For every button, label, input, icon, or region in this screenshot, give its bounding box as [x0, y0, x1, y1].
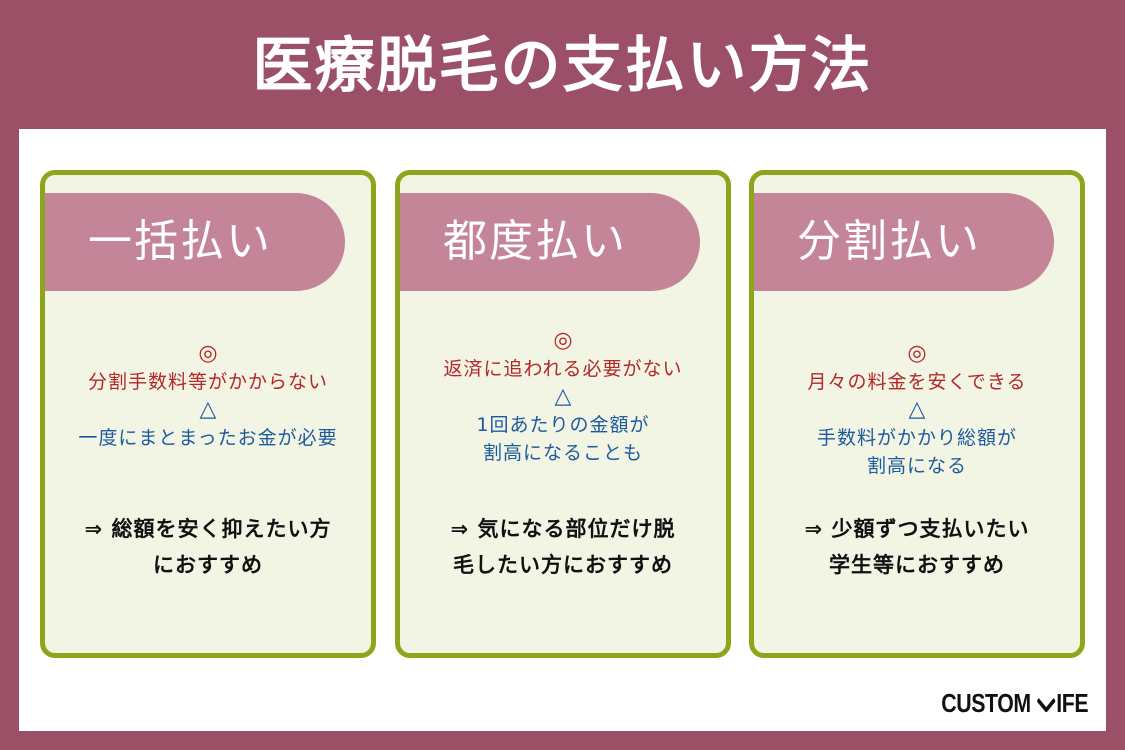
- payment-card-lump-sum: 一括払い ◎ 分割手数料等がかからない △ 一度にまとまったお金が必要 ⇒ 総額…: [40, 170, 376, 658]
- payment-card-per-visit: 都度払い ◎ 返済に追われる必要がない △ 1回あたりの金額が 割高になることも…: [395, 170, 731, 658]
- check-v-icon: [1036, 688, 1056, 713]
- triangle-icon: △: [199, 397, 217, 422]
- pros-cons-block: ◎ 分割手数料等がかからない △ 一度にまとまったお金が必要: [45, 340, 371, 452]
- con-text: 一度にまとまったお金が必要: [78, 427, 338, 449]
- pro-text: 返済に追われる必要がない: [443, 358, 683, 380]
- card-heading: 一括払い: [88, 216, 272, 267]
- recommendation: ⇒ 気になる部位だけ脱 毛したい方におすすめ: [400, 511, 726, 583]
- con-text: 手数料がかかり総額が: [816, 427, 1017, 449]
- recommendation-line: ⇒ 少額ずつ支払いたい: [804, 517, 1030, 541]
- con-text: 割高になることも: [482, 442, 643, 464]
- pro-text: 分割手数料等がかからない: [87, 371, 328, 393]
- recommendation: ⇒ 総額を安く抑えたい方 におすすめ: [45, 511, 371, 583]
- logo-text-right: IFE: [1056, 688, 1088, 718]
- recommendation-line: 学生等におすすめ: [829, 553, 1005, 577]
- pro-text: 月々の料金を安くできる: [807, 371, 1027, 393]
- triangle-icon: △: [554, 384, 572, 409]
- recommendation-line: ⇒ 総額を安く抑えたい方: [84, 517, 332, 541]
- recommendation-line: におすすめ: [153, 553, 263, 577]
- recommendation-line: 毛したい方におすすめ: [453, 553, 673, 577]
- logo-text-left: CUSTOM: [941, 688, 1031, 718]
- double-circle-icon: ◎: [553, 328, 573, 353]
- pros-cons-block: ◎ 月々の料金を安くできる △ 手数料がかかり総額が 割高になる: [754, 340, 1080, 480]
- triangle-icon: △: [908, 397, 926, 422]
- card-heading-pill: 一括払い: [45, 193, 345, 291]
- con-text: 1回あたりの金額が: [476, 414, 650, 436]
- card-heading-pill: 都度払い: [400, 193, 700, 291]
- con-text: 割高になる: [866, 455, 967, 477]
- page-title: 医療脱毛の支払い方法: [252, 31, 873, 101]
- recommendation-line: ⇒ 気になる部位だけ脱: [450, 517, 676, 541]
- pros-cons-block: ◎ 返済に追われる必要がない △ 1回あたりの金額が 割高になることも: [400, 327, 726, 467]
- double-circle-icon: ◎: [907, 341, 927, 366]
- card-heading-pill: 分割払い: [754, 193, 1054, 291]
- card-heading: 分割払い: [797, 216, 981, 267]
- card-heading: 都度払い: [443, 216, 627, 267]
- double-circle-icon: ◎: [198, 341, 218, 366]
- brand-logo: CUSTOM IFE: [941, 688, 1088, 719]
- content-panel: 一括払い ◎ 分割手数料等がかからない △ 一度にまとまったお金が必要 ⇒ 総額…: [19, 129, 1106, 731]
- recommendation: ⇒ 少額ずつ支払いたい 学生等におすすめ: [754, 511, 1080, 583]
- payment-card-installment: 分割払い ◎ 月々の料金を安くできる △ 手数料がかかり総額が 割高になる ⇒ …: [749, 170, 1085, 658]
